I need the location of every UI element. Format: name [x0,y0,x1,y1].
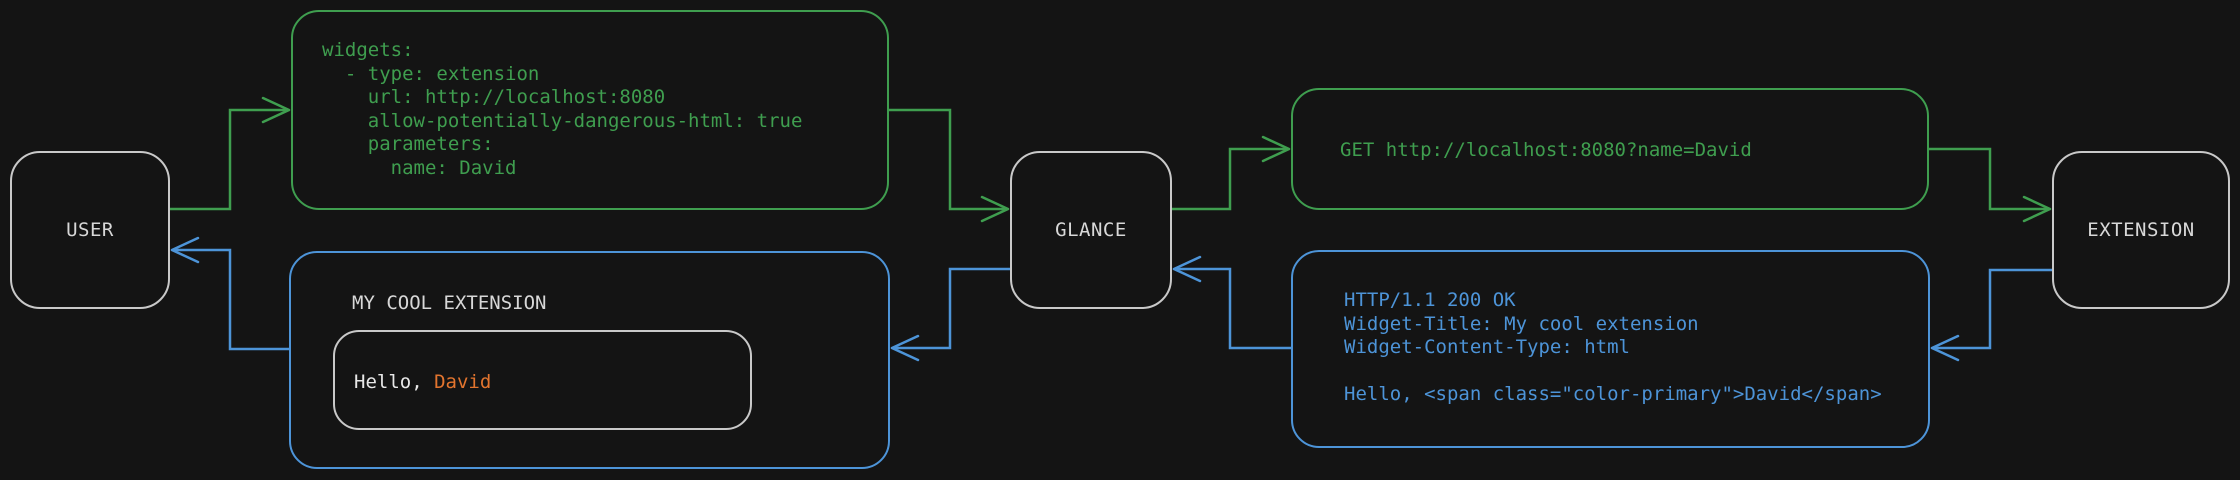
greeting-name: David [434,371,492,393]
arrow-response-to-glance [1172,255,1293,350]
greeting-prefix: Hello, [354,371,435,393]
yaml-config-code: widgets: - type: extension url: http://l… [322,39,803,179]
node-extension: EXTENSION [2052,151,2230,309]
yaml-config-box: widgets: - type: extension url: http://l… [291,10,889,210]
http-request-code: GET http://localhost:8080?name=David [1340,139,1752,161]
arrow-user-to-config [168,96,291,211]
arrow-extension-to-response [1930,268,2054,362]
arrow-config-to-glance [887,108,1010,223]
http-response-code: HTTP/1.1 200 OK Widget-Title: My cool ex… [1344,289,1882,405]
http-response-box: HTTP/1.1 200 OK Widget-Title: My cool ex… [1291,250,1930,448]
widget-greeting: Hello, David [354,371,491,393]
node-glance-label: GLANCE [1055,219,1127,241]
http-request-box: GET http://localhost:8080?name=David [1291,88,1929,210]
widget-preview-inner-box: Hello, David [333,330,752,430]
arrow-glance-to-preview [890,267,1012,362]
node-extension-label: EXTENSION [2087,219,2195,241]
arrow-glance-to-request [1170,135,1291,211]
widget-preview-title: MY COOL EXTENSION [352,292,547,314]
node-user: USER [10,151,170,309]
node-user-label: USER [66,219,114,241]
widget-preview-box: MY COOL EXTENSION Hello, David [289,251,890,469]
arrow-request-to-extension [1927,147,2052,223]
node-glance: GLANCE [1010,151,1172,309]
arrow-preview-to-user [170,236,291,351]
